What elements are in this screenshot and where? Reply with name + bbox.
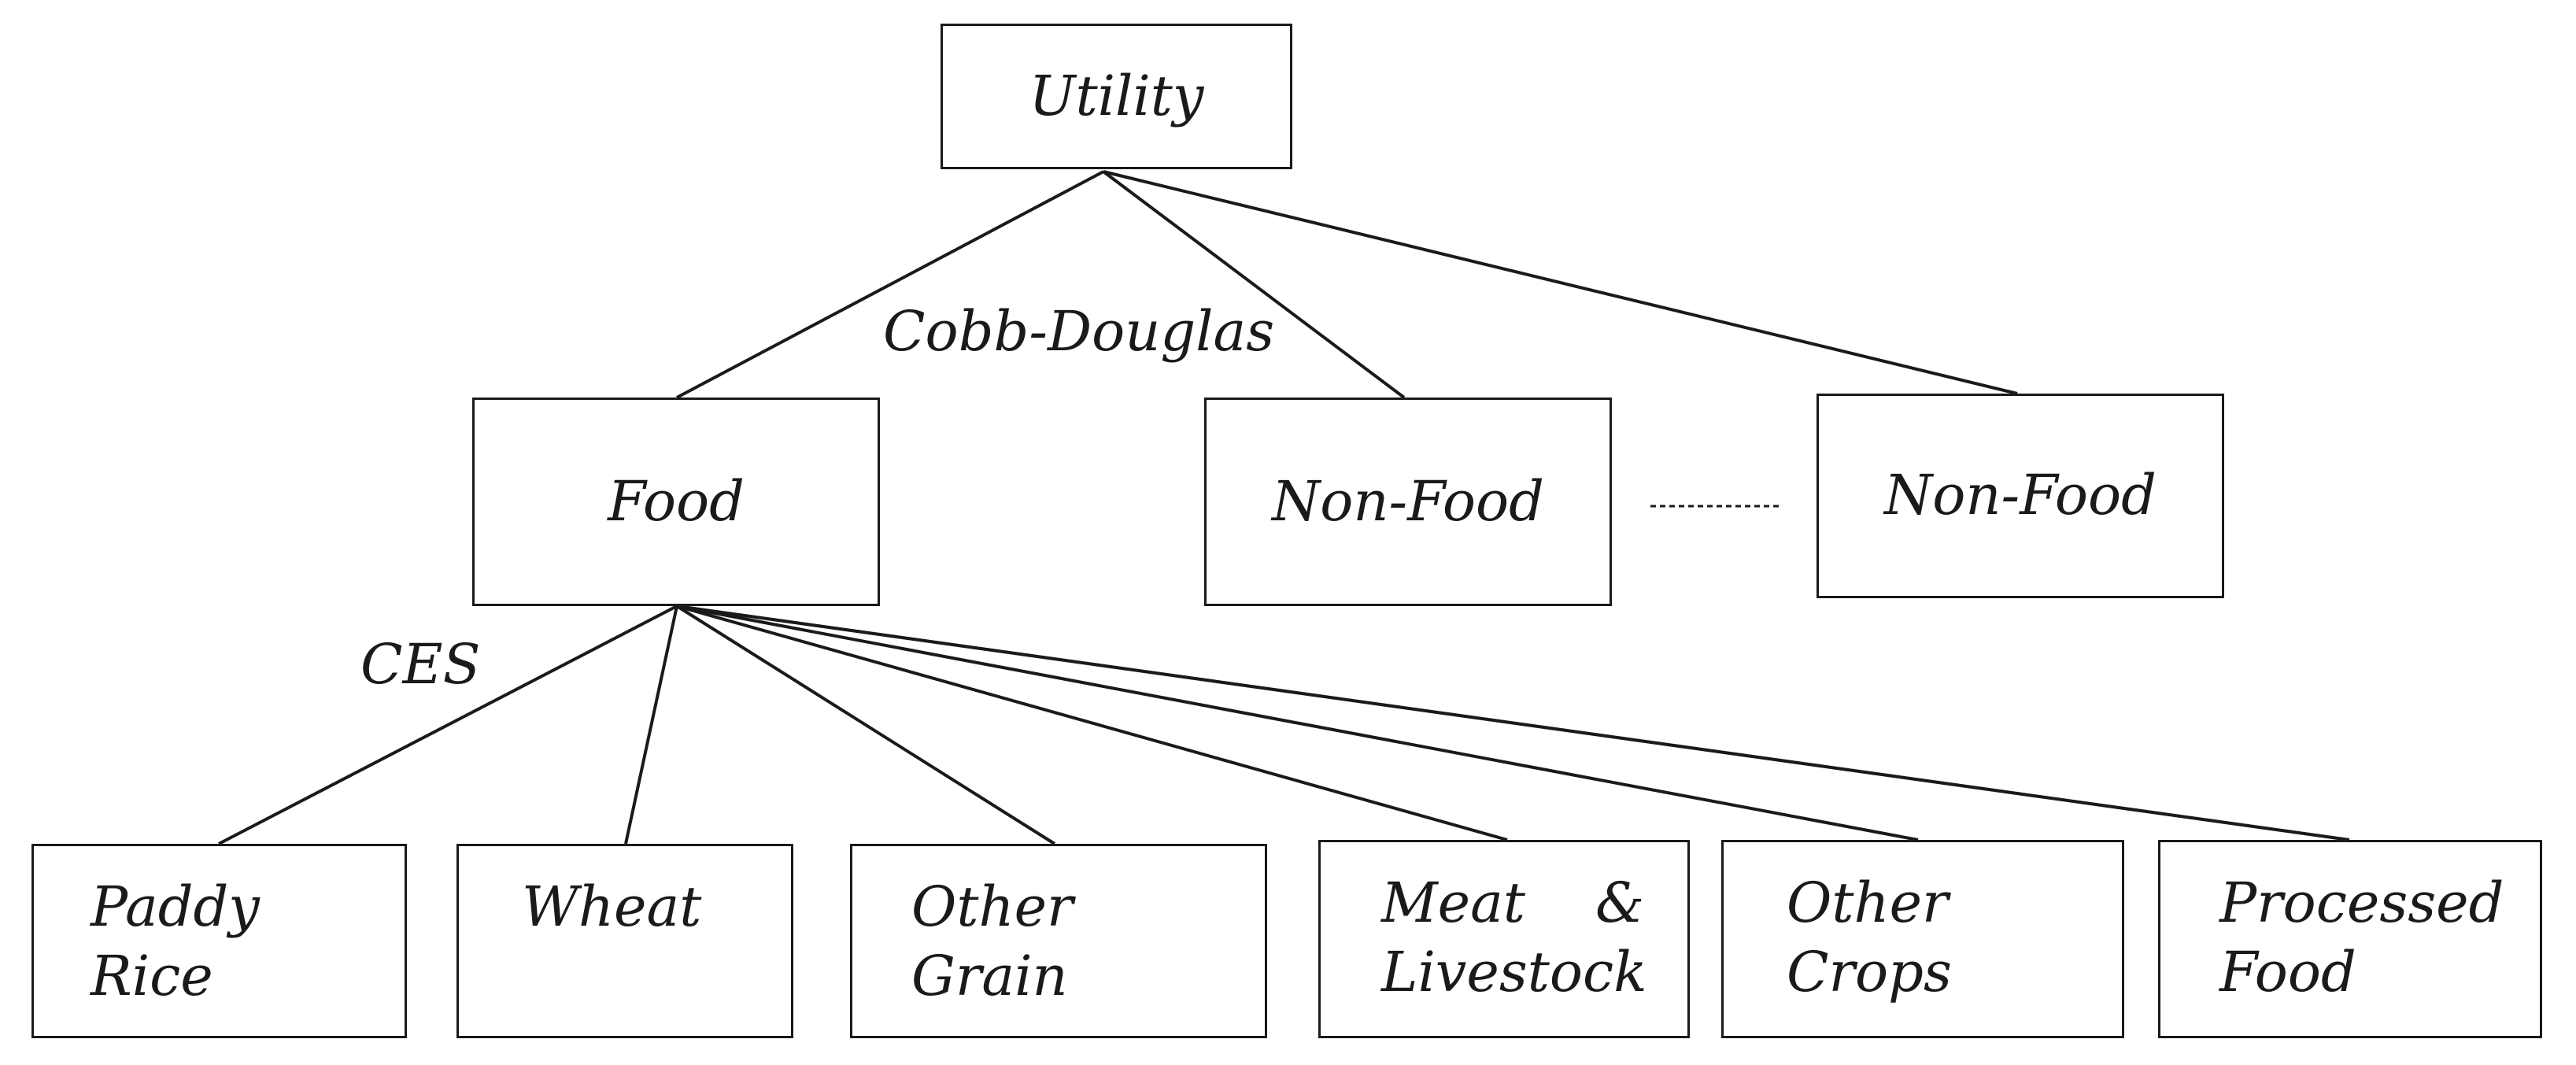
- non-food-node-2: Non-Food: [1817, 394, 2224, 598]
- meat-livestock-line-1: Meat &: [1381, 871, 1645, 935]
- non-food-label-2: Non-Food: [1884, 463, 2157, 528]
- processed-food-line-2: Food: [2219, 939, 2356, 1004]
- edge-food-wheat: [624, 605, 678, 845]
- meat-livestock-line-2: Livestock: [1381, 939, 1647, 1004]
- edge-utility-nonfood-2: [1103, 170, 2018, 395]
- other-grain-line-1: Other: [911, 875, 1074, 939]
- non-food-node-1: Non-Food: [1204, 398, 1612, 606]
- edge-utility-food: [676, 170, 1104, 399]
- paddy-rice-line-1: Paddy: [91, 875, 260, 939]
- edge-food-other-crops: [676, 605, 1919, 841]
- other-crops-line-1: Other: [1787, 871, 1949, 935]
- other-grain-line-2: Grain: [911, 943, 1068, 1008]
- meat-livestock-node: Meat & Livestock: [1318, 840, 1690, 1038]
- other-crops-line-2: Crops: [1787, 939, 1952, 1004]
- food-label: Food: [608, 468, 745, 534]
- utility-node: Utility: [941, 24, 1292, 169]
- other-crops-node: Other Crops: [1721, 840, 2124, 1038]
- edge-food-processed-food: [676, 605, 2350, 841]
- wheat-line-1: Wheat: [522, 875, 702, 939]
- edge-food-meat-livestock: [676, 605, 1508, 841]
- processed-food-node: Processed Food: [2158, 840, 2542, 1038]
- other-grain-node: Other Grain: [850, 844, 1267, 1038]
- non-food-label-1: Non-Food: [1272, 468, 1544, 534]
- edge-food-paddy-rice: [218, 605, 678, 845]
- utility-label: Utility: [1029, 63, 1204, 128]
- processed-food-line-1: Processed: [2219, 871, 2504, 935]
- edge-utility-nonfood-1: [1102, 170, 1406, 399]
- wheat-node: Wheat: [456, 844, 793, 1038]
- paddy-rice-node: Paddy Rice: [31, 844, 407, 1038]
- ces-label: CES: [360, 632, 481, 697]
- edge-food-other-grain: [675, 605, 1056, 845]
- food-node: Food: [472, 398, 880, 606]
- cobb-douglas-label: Cobb-Douglas: [883, 299, 1275, 364]
- paddy-rice-line-2: Rice: [91, 943, 213, 1008]
